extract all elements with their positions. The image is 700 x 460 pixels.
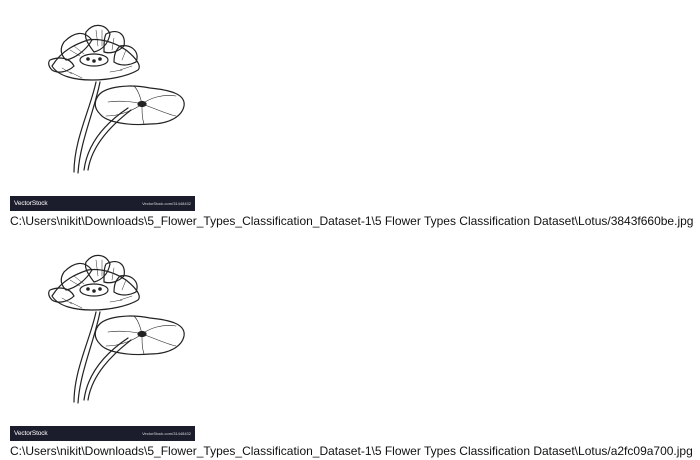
lotus-image: VectorStock VectorStock.com/31448432 — [10, 20, 195, 211]
watermark-brand: VectorStock — [14, 200, 48, 207]
image-entry: VectorStock VectorStock.com/31448432 C:\… — [10, 20, 700, 229]
watermark-id: VectorStock.com/31448432 — [142, 431, 191, 436]
file-path-text: C:\Users\nikit\Downloads\5_Flower_Types_… — [10, 444, 693, 458]
image-entry: VectorStock VectorStock.com/31448432 C:\… — [10, 250, 700, 459]
watermark-brand: VectorStock — [14, 430, 48, 437]
file-path-text: C:\Users\nikit\Downloads\5_Flower_Types_… — [10, 214, 694, 228]
watermark-bar: VectorStock VectorStock.com/31448432 — [10, 426, 195, 441]
lotus-drawing-icon — [48, 24, 185, 174]
lotus-image: VectorStock VectorStock.com/31448432 — [10, 250, 195, 441]
lotus-drawing-icon — [48, 254, 185, 404]
watermark-bar: VectorStock VectorStock.com/31448432 — [10, 196, 195, 211]
watermark-id: VectorStock.com/31448432 — [142, 201, 191, 206]
